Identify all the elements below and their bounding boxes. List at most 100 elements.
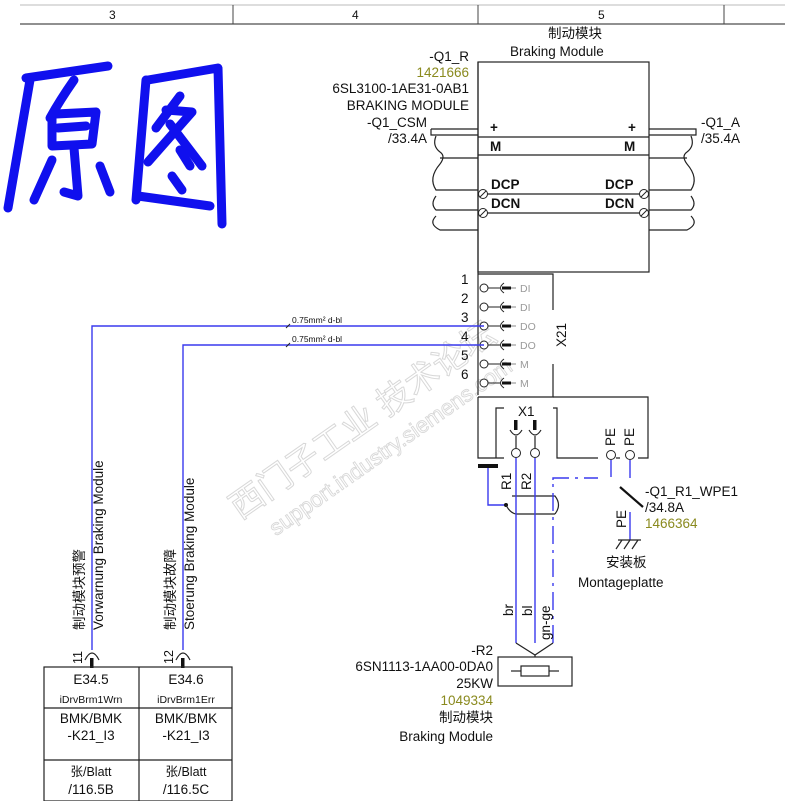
resistor-wires: br bl gn-ge [501, 458, 631, 657]
x21-pin-number: 6 [461, 367, 469, 382]
bmk-value: -K21_I3 [162, 728, 209, 743]
x21-pin-signal: DI [520, 302, 531, 314]
wire-color-gn-ge: gn-ge [538, 605, 553, 640]
x1-pin-r1: R1 [499, 473, 514, 490]
socket-icon [500, 320, 505, 332]
module-article-id: 1421666 [416, 65, 469, 80]
input-pin-number: 12 [162, 650, 176, 664]
terminal-icon [479, 302, 489, 312]
input-symbol: iDrvBrm1Err [157, 694, 215, 706]
x21-pin-signal: M [520, 378, 529, 390]
terminal-dcp-left: DCP [491, 177, 520, 192]
module-title-en: Braking Module [510, 44, 604, 59]
terminal-m-right: M [624, 139, 635, 154]
pe-ground-connection: PE -Q1_R1_WPE1 /34.8A 1466364 安装板 Montag… [578, 484, 738, 590]
wire-label: 0.75mm² d-bl [292, 315, 342, 325]
x1-connector: X1 R1 R2 PE PE [477, 396, 649, 490]
pe-switch-icon [619, 486, 644, 508]
x21-pin-row: 3DO [461, 310, 536, 333]
wire-tick [285, 323, 291, 329]
x21-pin-signal: DO [520, 340, 536, 352]
signal-wires: 0.75mm² d-bl 0.75mm² d-bl [91, 315, 484, 650]
input-pin-number: 11 [71, 651, 85, 664]
x1-label: X1 [518, 404, 535, 419]
bmk-value: -K21_I3 [67, 728, 114, 743]
input-desc-en: Stoerung Braking Module [182, 478, 197, 630]
braking-resistor: -R2 6SN1113-1AA00-0DA0 25KW 1049334 制动模块… [355, 643, 573, 744]
resistor-article-id: 1049334 [440, 693, 493, 708]
x21-pin-row: 5M [461, 348, 529, 371]
wire-tick [285, 342, 291, 348]
wire-color-bl: bl [520, 605, 535, 616]
r1-bridge [478, 464, 560, 515]
x21-pin-row: 2DI [461, 291, 531, 314]
sheet-label: 张/Blatt [71, 764, 113, 779]
column-number: 5 [598, 8, 605, 22]
socket-icon [500, 282, 505, 294]
mounting-plate-de: Montageplatte [578, 575, 664, 590]
pe-label: PE [603, 428, 618, 446]
x21-bracket-top [478, 273, 554, 310]
watermark: 西门子工业 技术论坛 support.industry.siemens.com [222, 314, 517, 541]
terminal-dcn-left: DCN [491, 196, 520, 211]
pe-terminal [606, 450, 616, 460]
terminal-m-left: M [490, 139, 501, 154]
braking-module-block: 制动模块 Braking Module -Q1_R 1421666 6SL310… [332, 26, 740, 273]
left-ref-tag: -Q1_CSM [367, 115, 427, 130]
resistor-power: 25KW [456, 676, 493, 691]
mounting-plate-cn: 安装板 [606, 555, 647, 570]
terminal-dcp-right: DCP [605, 177, 634, 192]
terminal-icon [479, 283, 489, 293]
terminal-dcn-right: DCN [605, 196, 634, 211]
sheet-ref[interactable]: /116.5B [68, 782, 114, 797]
terminal-plus-left: + [490, 120, 498, 135]
column-number: 3 [109, 8, 116, 22]
pe-page-ref: /34.8A [645, 500, 684, 515]
plc-input-terminals: 11 12 [71, 650, 191, 668]
watermark-cn: 西门子工业 技术论坛 [223, 314, 503, 526]
handwritten-annotation [3, 61, 227, 229]
pe-bracket [553, 396, 649, 459]
wire-color-br: br [501, 603, 516, 616]
input-desc-en: Vorwarnung Braking Module [91, 460, 106, 630]
x21-pin-number: 2 [461, 291, 469, 306]
module-description: BRAKING MODULE [347, 98, 469, 113]
x1-bracket-right [553, 407, 598, 459]
column-header: 3 4 5 [20, 4, 785, 25]
dc-link-busbar-right [649, 128, 697, 231]
resistor-box [497, 656, 573, 687]
sheet-ref[interactable]: /116.5C [163, 782, 210, 797]
ground-icon [615, 539, 641, 550]
x21-pin-signal: DI [520, 283, 531, 295]
input-address: E34.5 [73, 672, 108, 687]
right-ref-page: /35.4A [701, 131, 740, 146]
right-ref-tag: -Q1_A [701, 115, 740, 130]
socket-icon [500, 358, 505, 370]
bmk-label: BMK/BMK [155, 711, 217, 726]
left-ref-page: /33.4A [388, 131, 427, 146]
terminal-plus-right: + [628, 120, 636, 135]
bmk-label: BMK/BMK [60, 711, 122, 726]
wire-fault [182, 344, 484, 650]
socket-icon [500, 377, 505, 389]
x21-pin-number: 4 [461, 329, 469, 344]
socket-icon [500, 339, 505, 351]
x21-pin-signal: M [520, 359, 529, 371]
x21-pin-number: 1 [461, 272, 469, 287]
module-order-number: 6SL3100-1AE31-0AB1 [332, 81, 469, 96]
x1-bracket-left [495, 407, 504, 459]
x21-pin-row: 1DI [461, 272, 531, 295]
x21-pin-number: 5 [461, 348, 469, 363]
pe-terminal [625, 450, 635, 460]
resistor-order-number: 6SN1113-1AA00-0DA0 [355, 659, 493, 674]
plug-icon [509, 420, 542, 458]
x21-pin-row: 6M [461, 367, 529, 390]
wire-warning [91, 325, 484, 650]
module-tag: -Q1_R [429, 49, 469, 64]
resistor-icon [520, 665, 550, 677]
module-outline [477, 61, 650, 273]
sheet-label: 张/Blatt [166, 764, 208, 779]
column-number: 4 [352, 8, 359, 22]
resistor-title-en: Braking Module [399, 729, 493, 744]
